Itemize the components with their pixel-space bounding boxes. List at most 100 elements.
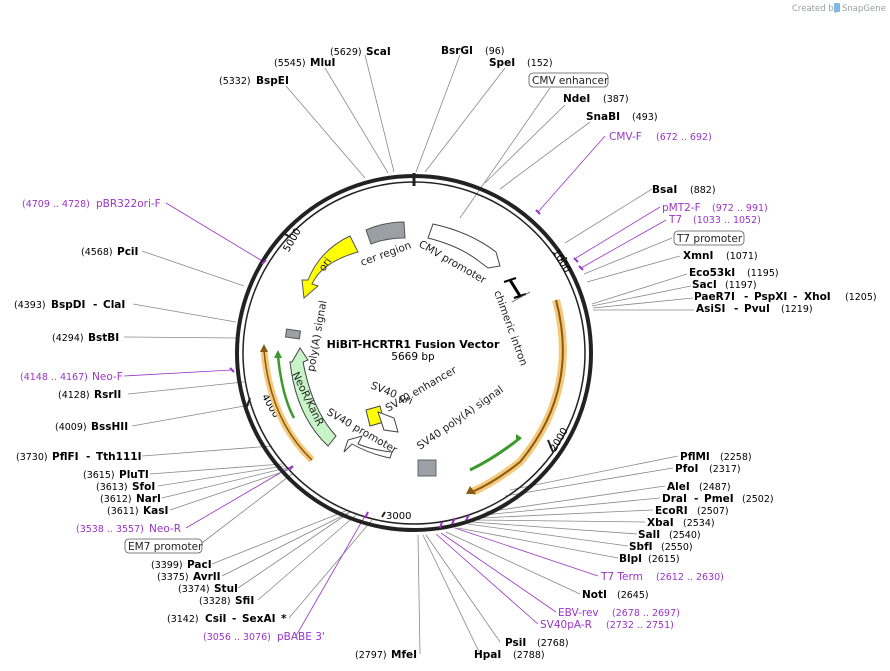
pfoi-name: PfoI (675, 463, 698, 475)
pmt2f-range: (972 .. 991) (712, 203, 768, 214)
label-sv40-polya: SV40 poly(A) signal (415, 384, 506, 453)
asisi-name: AsiSI (696, 303, 725, 315)
pbr322-name: pBR322ori-F (96, 198, 161, 210)
xbai-name: XbaI (647, 517, 674, 529)
saci-name: SacI (692, 279, 717, 291)
label-em7-promoter: EM7 promoter (128, 541, 203, 553)
mlui-name: MluI (310, 57, 335, 69)
pbr322-range: (4709 .. 4728) (22, 199, 90, 210)
nari-name: NarI (136, 493, 161, 505)
kasi-name: KasI (143, 505, 168, 517)
kasi-pos: (3611) (107, 506, 139, 517)
pspxi-name: PspXI (754, 291, 787, 303)
neor-range: (3538 .. 3557) (76, 524, 144, 535)
snabi-pos: (493) (632, 112, 658, 123)
primer-marks (229, 209, 584, 529)
ndei-name: NdeI (563, 93, 590, 105)
bstbi-name: BstBI (88, 332, 119, 344)
polya-box (284, 328, 302, 340)
tick-3000: 3000 (386, 511, 411, 522)
eco53ki-name: Eco53kI (689, 267, 735, 279)
hpai-pos: (2788) (513, 650, 545, 661)
ndei-pos: (387) (603, 94, 629, 105)
pmt2f-name: pMT2-F (662, 202, 701, 214)
pflmi-name: PflMI (680, 451, 710, 463)
rsrii-pos: (4128) (58, 390, 90, 401)
noti-name: NotI (582, 589, 607, 601)
alei-pos: (2487) (699, 482, 731, 493)
asisi-pos: (1219) (781, 304, 813, 315)
mfei-name: MfeI (391, 649, 417, 661)
plasmid-name: HiBiT-HCRTR1 Fusion Vector (327, 338, 500, 351)
psii-name: PsiI (505, 637, 526, 649)
mfei-pos: (2797) (355, 650, 387, 661)
bsrgi-pos: (96) (485, 46, 505, 57)
ebvrev-name: EBV-rev (558, 607, 599, 619)
sv40par-range: (2732 .. 2751) (606, 620, 674, 631)
drai-sep: - (694, 493, 698, 505)
xhoi-name: XhoI (804, 291, 831, 303)
spei-pos: (152) (527, 58, 553, 69)
xmni-pos: (1071) (726, 251, 758, 262)
pmei-name: PmeI (704, 493, 734, 505)
sexai-name: SexAI (242, 613, 276, 625)
neo-kanr-arrow (289, 347, 337, 447)
pluti-pos: (3615) (83, 470, 115, 481)
cmvf-range: (672 .. 692) (656, 132, 712, 143)
pbabe-name: pBABE 3' (277, 631, 325, 643)
neof-name: Neo-F (92, 371, 123, 383)
t7-range: (1033 .. 1052) (693, 215, 761, 226)
sfii-pos: (3328) (199, 596, 231, 607)
leader-lines (123, 54, 694, 655)
bsrgi-name: BsrGI (441, 45, 473, 57)
csii-sep: - (232, 613, 236, 625)
clai-name: ClaI (103, 299, 125, 311)
label-cer-region: cer region (359, 239, 413, 268)
bsshii-pos: (4009) (55, 422, 87, 433)
csii-pos: (3142) (167, 614, 199, 625)
snabi-name: SnaBI (586, 111, 620, 123)
sv40-enhancer-box (377, 411, 399, 433)
bsai-name: BsaI (652, 184, 677, 196)
pvui-name: PvuI (744, 303, 770, 315)
paer7i-pos: (1205) (845, 292, 877, 303)
bstbi-pos: (4294) (52, 333, 84, 344)
pflfi-pos: (3730) (16, 452, 48, 463)
bspdi-pos: (4393) (14, 300, 46, 311)
nari-pos: (3612) (100, 494, 132, 505)
credit-text: Created by (792, 4, 839, 14)
scai-name: ScaI (366, 46, 391, 58)
csii-name: CsiI (205, 613, 226, 625)
t7term-name: T7 Term (600, 571, 643, 583)
drai-pos: (2502) (742, 494, 774, 505)
pflfi-sep: - (86, 451, 90, 463)
label-cmv-enhancer: CMV enhancer (532, 75, 609, 87)
paci-name: PacI (187, 559, 212, 571)
saci-pos: (1197) (725, 280, 757, 291)
sali-pos: (2540) (669, 530, 701, 541)
sfoi-pos: (3613) (96, 482, 128, 493)
tick-1000: 1000 (550, 247, 572, 275)
asisi-sep: - (734, 303, 738, 315)
sexai-star: * (281, 613, 287, 625)
pfoi-pos: (2317) (709, 464, 741, 475)
bspdi-sep: - (93, 299, 97, 311)
paer7i-sep: - (744, 291, 748, 303)
green-cds-arrow (469, 436, 521, 472)
bspei-name: BspEI (256, 75, 289, 87)
rsrii-name: RsrII (94, 389, 121, 401)
stui-pos: (3374) (178, 584, 210, 595)
label-chimeric-intron: chimeric intron (491, 289, 529, 368)
backbone (235, 173, 593, 532)
sfoi-name: SfoI (132, 481, 155, 493)
blpi-pos: (2615) (648, 554, 680, 565)
scai-pos: (5629) (330, 47, 362, 58)
em7-promoter-box (124, 538, 203, 554)
t7term-range: (2612 .. 2630) (656, 572, 724, 583)
pflmi-pos: (2258) (720, 452, 752, 463)
label-polya-signal: poly(A) signal (305, 300, 329, 373)
neor-name: Neo-R (149, 523, 181, 535)
stui-name: StuI (214, 583, 238, 595)
bspdi-name: BspDI (51, 299, 85, 311)
spei-name: SpeI (489, 57, 515, 69)
